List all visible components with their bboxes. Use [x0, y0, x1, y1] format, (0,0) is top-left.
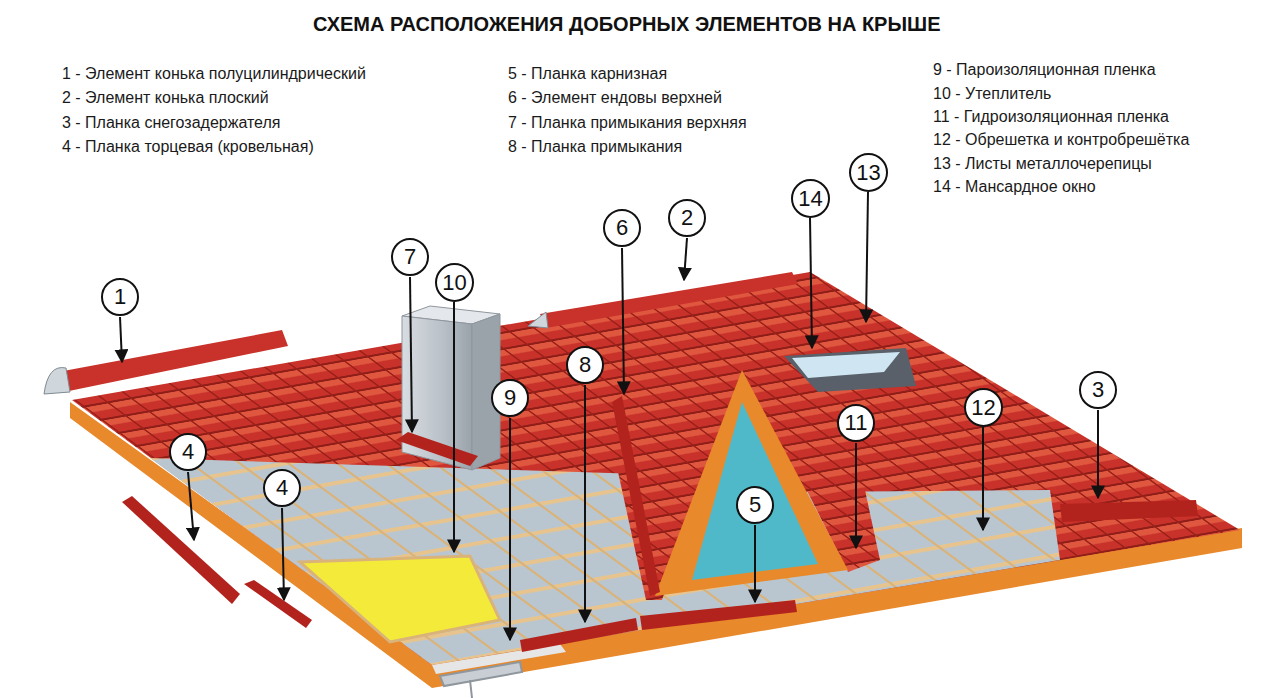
callout-circle: 14 — [791, 179, 830, 218]
callout-number: 5 — [749, 494, 761, 516]
key-line: 8 - Планка примыкания — [508, 137, 682, 157]
leader-line — [810, 218, 812, 348]
callout-number: 7 — [404, 246, 416, 268]
callout-number: 4 — [182, 441, 194, 463]
leader-line — [1097, 410, 1099, 498]
key-line: 11 - Гидроизоляционная пленка — [933, 107, 1169, 127]
leader-line — [282, 508, 284, 600]
key-line: 14 - Мансардное окно — [933, 177, 1096, 197]
callout-number: 4 — [276, 477, 288, 499]
callout-circle: 10 — [435, 263, 474, 302]
roof-tiles — [72, 272, 1240, 665]
callout-number: 2 — [681, 207, 693, 229]
leader-lines — [120, 192, 1098, 640]
diagram-title: СХЕМА РАСПОЛОЖЕНИЯ ДОБОРНЫХ ЭЛЕМЕНТОВ НА… — [313, 13, 940, 36]
key-line: 5 - Планка карнизная — [508, 64, 667, 84]
callout-circle: 4 — [169, 433, 207, 471]
callout-number: 3 — [1092, 379, 1104, 401]
leader-line — [982, 427, 984, 530]
key-line: 2 - Элемент конька плоский — [62, 88, 269, 108]
leader-line — [866, 192, 868, 322]
underlayer-battens — [150, 458, 1060, 665]
key-line: 7 - Планка примыкания верхняя — [508, 113, 747, 133]
callout-circle: 4 — [263, 469, 301, 507]
callout-number: 1 — [114, 286, 126, 308]
callout-circle: 6 — [603, 209, 641, 247]
gutter — [440, 662, 522, 698]
leader-line — [188, 472, 194, 540]
callout-number: 9 — [504, 387, 516, 409]
leader-line — [622, 248, 624, 394]
leader-line — [453, 302, 455, 552]
callout-circle: 12 — [964, 388, 1003, 427]
end-strip — [122, 496, 240, 604]
callout-circle: 13 — [849, 153, 888, 192]
ridge-round-cap — [44, 368, 70, 394]
key-line: 3 - Планка снегозадержателя — [62, 113, 280, 133]
leader-line — [120, 317, 122, 362]
leader-line — [684, 238, 687, 280]
ridge-flat-cap — [528, 312, 548, 328]
key-line: 4 - Планка торцевая (кровельная) — [62, 137, 314, 157]
leader-line — [855, 443, 857, 548]
callout-circle: 9 — [491, 379, 529, 417]
key-line: 9 - Пароизоляционная пленка — [933, 60, 1156, 80]
snow-guard — [1060, 500, 1198, 522]
callout-number: 11 — [845, 412, 868, 434]
roof-window-glass — [792, 352, 900, 378]
key-line: 6 - Элемент ендовы верхней — [508, 88, 722, 108]
callout-number: 10 — [442, 272, 466, 294]
callout-circle: 5 — [736, 486, 774, 524]
callout-circle: 8 — [566, 346, 604, 384]
callout-number: 14 — [798, 188, 822, 210]
eaves-strip — [640, 600, 797, 630]
key-line: 13 - Листы металлочерепицы — [933, 154, 1152, 174]
key-line: 10 - Утеплитель — [933, 84, 1051, 104]
leader-line — [754, 525, 756, 602]
leader-line — [410, 277, 412, 432]
leader-line — [584, 385, 586, 622]
callout-number: 6 — [616, 217, 628, 239]
callout-circle: 3 — [1079, 371, 1117, 409]
callout-circle: 2 — [668, 199, 706, 237]
callout-circle: 7 — [391, 238, 429, 276]
callout-circle: 1 — [101, 278, 139, 316]
insulation — [300, 556, 500, 642]
ridge-round — [58, 330, 288, 392]
callout-number: 8 — [579, 354, 591, 376]
roof-window — [784, 348, 916, 392]
ridge-flat — [540, 272, 798, 328]
key-line: 1 - Элемент конька полуцилиндрический — [62, 64, 366, 84]
callout-circle: 11 — [837, 404, 875, 442]
dormer-frame — [655, 370, 848, 596]
callout-number: 12 — [971, 397, 995, 419]
abutment-strip — [520, 618, 638, 652]
key-line: 12 - Обрешетка и контробрешётка — [933, 130, 1189, 150]
end-strip — [244, 580, 312, 628]
callout-number: 13 — [856, 162, 880, 184]
leader-line — [509, 418, 511, 640]
chimney-flashing — [396, 432, 478, 466]
valley-element — [612, 396, 660, 596]
